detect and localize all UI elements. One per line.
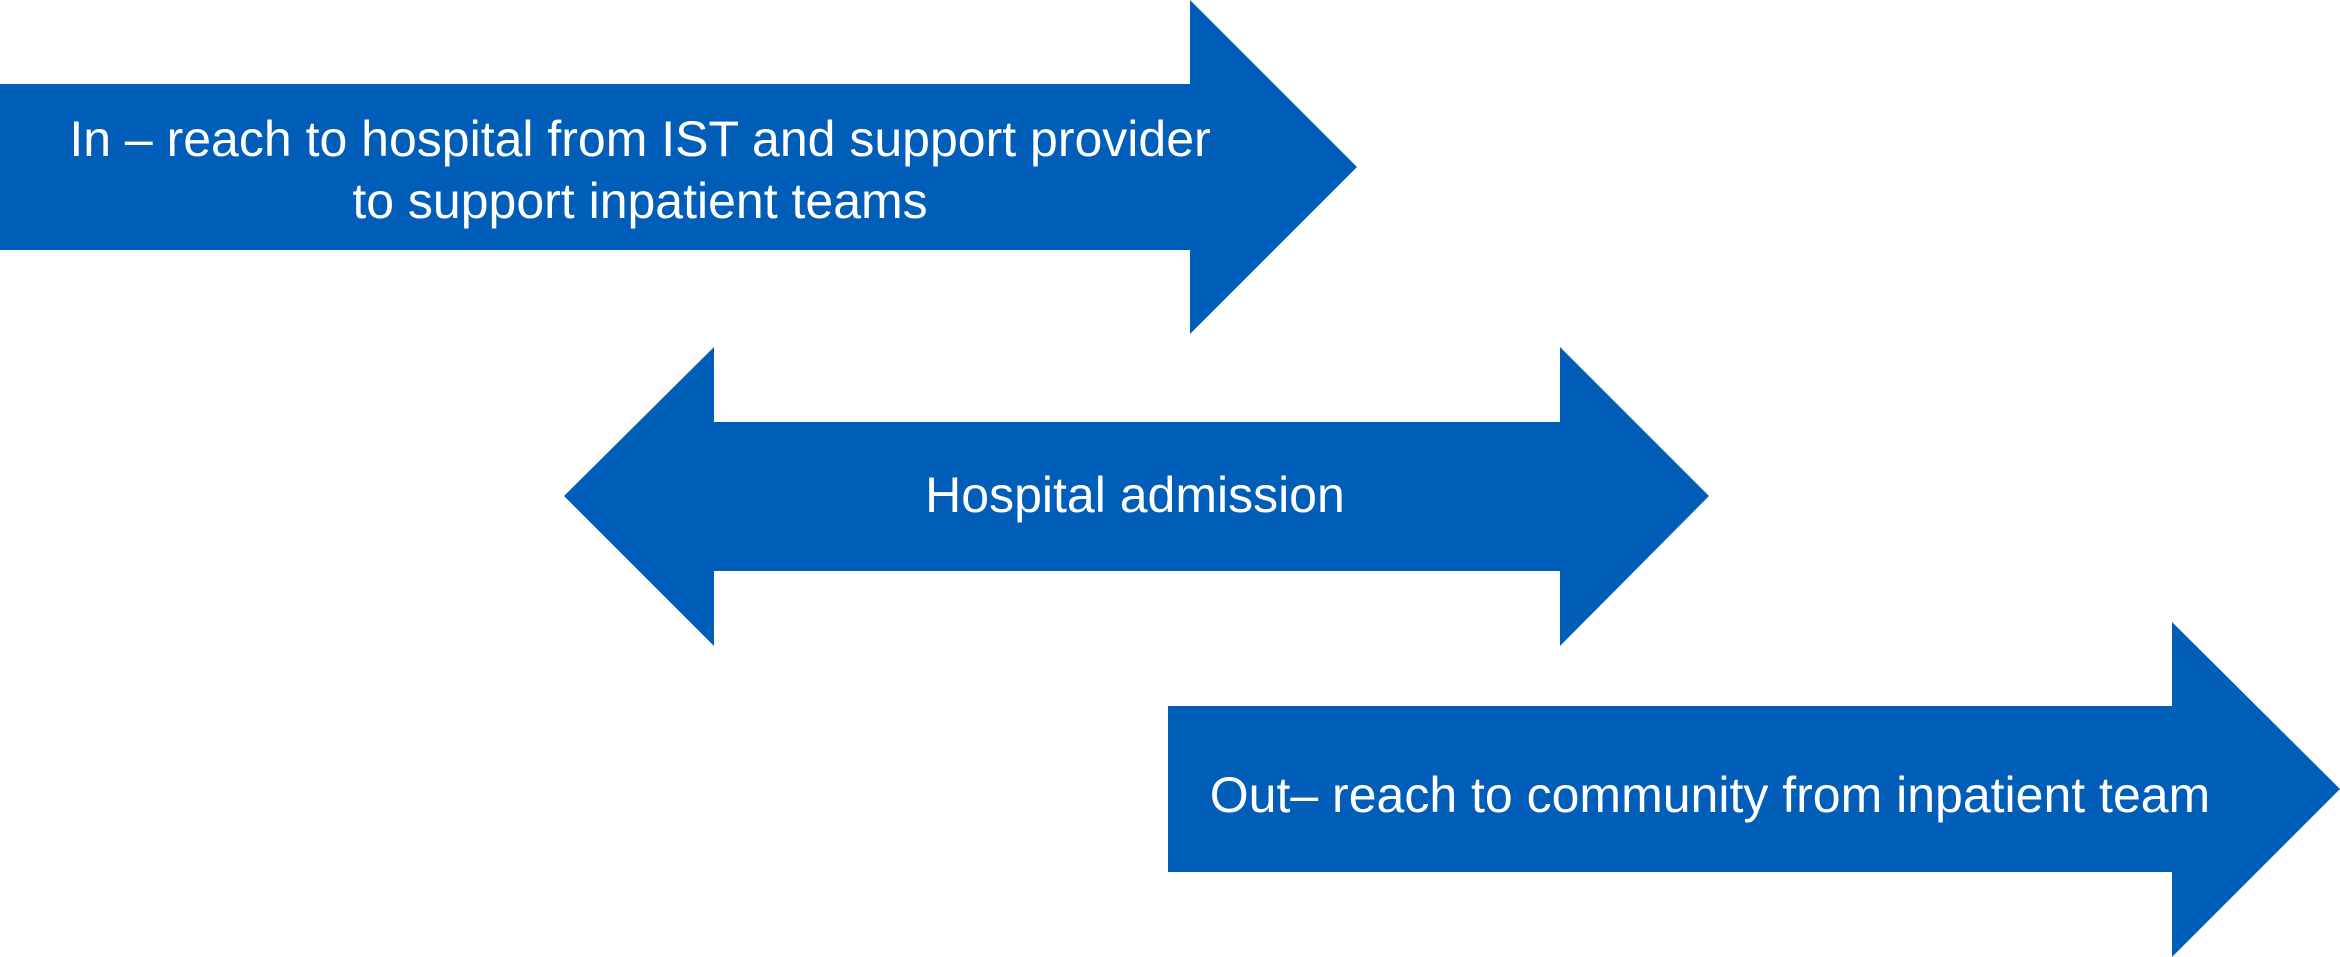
out-reach-label: Out– reach to community from inpatient t… <box>1209 767 2211 823</box>
in-reach-label: In – reach to hospital from IST and supp… <box>69 111 1211 229</box>
hospital-admission-label: Hospital admission <box>925 467 1345 523</box>
hospital-admission-arrow <box>564 347 1709 646</box>
out-reach-arrow <box>1168 622 2340 957</box>
in-reach-arrow <box>0 0 1357 334</box>
